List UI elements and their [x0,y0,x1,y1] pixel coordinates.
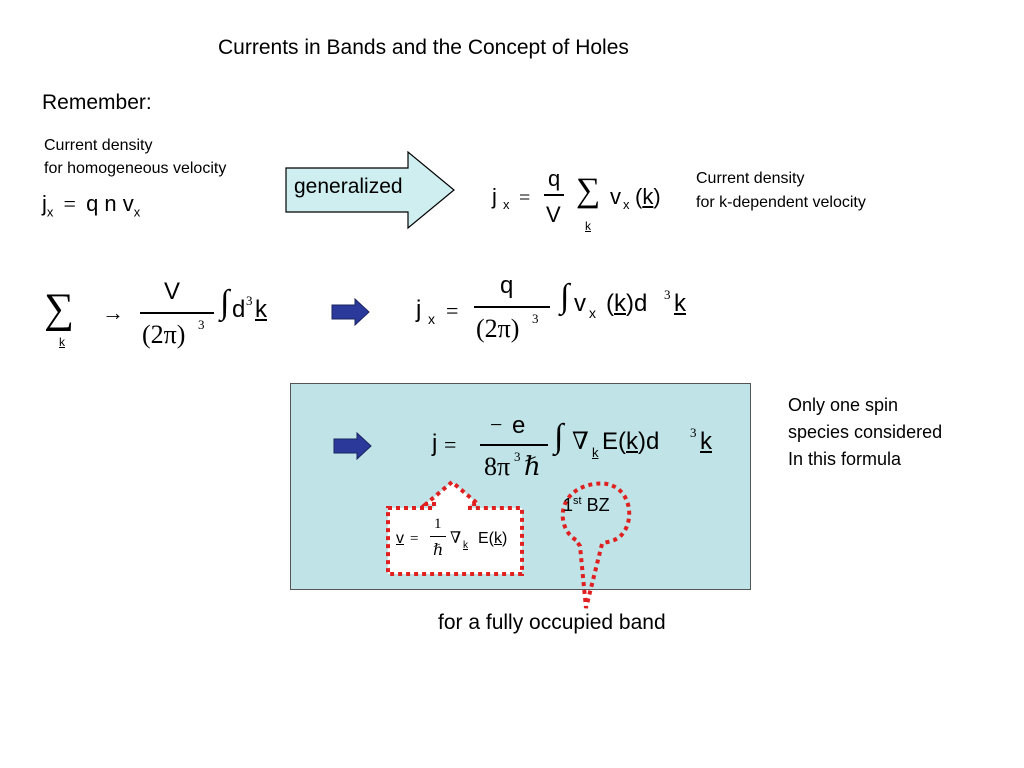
dotted-callout-icon [560,481,632,609]
formula-k-dependent-current: j x = q V ∑ k v x (k) [492,166,661,233]
generalized-label: generalized [294,175,403,198]
formula-current-integral: j x = q (2π) 3 ∫ v x (k)d 3 k [416,272,686,343]
spin-note-line2: species considered [788,422,943,442]
formula-group-velocity: v = 1 ℏ ∇ k E(k) [396,516,508,559]
spin-note-line1: Only one spin [788,395,899,415]
right-block-arrow-icon [285,150,455,230]
formula-band-current: j = − e 8π 3 ℏ ∫ ∇ k E(k)d 3 k [432,412,712,481]
caption-homogeneous-line2: for homogeneous velocity [44,160,227,177]
fully-occupied-caption: for a fully occupied band [438,611,666,634]
formula-homogeneous-current: jx = q n vx [42,191,141,220]
blue-arrow-icon [331,298,370,326]
caption-k-dependent-line1: Current density [696,170,805,187]
hollow-up-arrow-icon [386,479,524,576]
remember-label: Remember: [42,91,152,114]
spin-note-line3: In this formula [788,449,902,469]
caption-k-dependent-line2: for k-dependent velocity [696,194,866,211]
bz-label: 1st BZ [563,495,610,515]
page-title: Currents in Bands and the Concept of Hol… [218,36,629,59]
caption-homogeneous-line1: Current density [44,137,153,154]
formula-sum-to-integral: ∑ k → V (2π) 3 ∫ d 3 k [44,278,267,349]
blue-arrow-icon [333,432,372,460]
